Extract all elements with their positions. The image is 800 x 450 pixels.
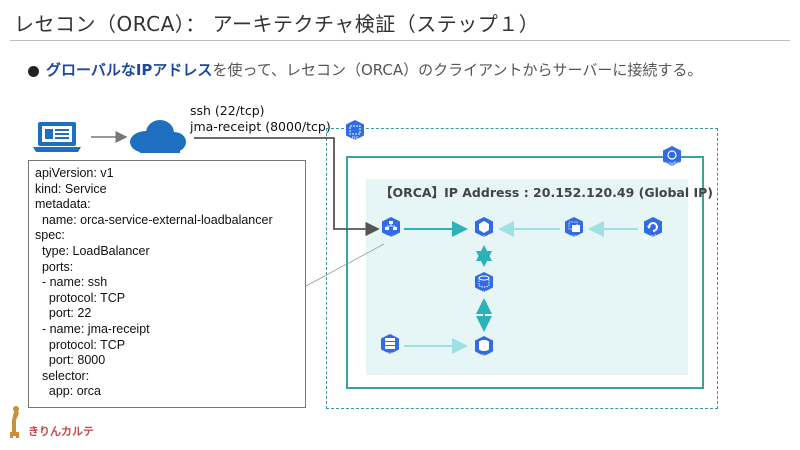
- node-box: [346, 156, 704, 389]
- yaml-line: type: LoadBalancer: [35, 243, 150, 258]
- page-title: レセコン（ORCA）： アーキテクチャ検証（ステップ１）: [14, 12, 540, 36]
- pod-caption: pod: [478, 234, 490, 241]
- bullet-dot: [28, 66, 39, 77]
- giraffe-logo-icon: [10, 406, 19, 438]
- yaml-line: selector:: [35, 368, 90, 383]
- connection-label-ssh: ssh (22/tcp): [190, 103, 265, 118]
- node-icon: [661, 145, 683, 167]
- sc-caption: sc: [386, 351, 394, 358]
- node-caption: node: [664, 161, 680, 168]
- svc-icon: [380, 216, 402, 238]
- ip-address-label: 【ORCA】IP Address : 20.152.120.49 (Global…: [380, 185, 714, 200]
- yaml-line: metadata:: [35, 197, 91, 212]
- yaml-line: apiVersion: v1: [35, 166, 114, 180]
- ns-caption: ns: [351, 135, 359, 142]
- rs-caption: rs: [571, 234, 577, 241]
- svc-caption: svc: [386, 234, 396, 241]
- pvc-caption: pvc: [478, 289, 490, 296]
- title-divider: [10, 40, 790, 41]
- deploy-caption: deploy: [642, 234, 664, 241]
- cloud-icon: [130, 120, 186, 153]
- orca-cluster-area: [366, 179, 688, 375]
- logo-text: きりんカルテ: [28, 425, 94, 438]
- yaml-line: - name: ssh: [35, 275, 108, 290]
- connection-label-jma: jma-receipt (8000/tcp): [190, 119, 331, 134]
- yaml-line: - name: jma-receipt: [35, 321, 150, 336]
- pod-icon: [473, 216, 495, 238]
- yaml-line: protocol: TCP: [35, 290, 126, 305]
- yaml-line: name: orca-service-external-loadbalancer: [35, 212, 273, 227]
- sc-icon: [379, 333, 401, 355]
- yaml-to-svc-line: [305, 243, 385, 287]
- ns-icon: [344, 119, 366, 141]
- pv-icon: [473, 335, 495, 357]
- pvc-icon: [473, 271, 495, 293]
- pv-caption: pv: [480, 353, 488, 360]
- bullet-text: グローバルなIPアドレスを使って、レセコン（ORCA）のクライアントからサーバー…: [46, 59, 702, 80]
- yaml-line: port: 22: [35, 306, 92, 321]
- namespace-box: [326, 128, 718, 409]
- yaml-line: ports:: [35, 259, 74, 274]
- yaml-line: kind: Service: [35, 181, 107, 196]
- bullet-emphasis: グローバルなIPアドレス: [46, 61, 213, 79]
- yaml-line: protocol: TCP: [35, 337, 126, 352]
- laptop-icon: [33, 122, 81, 152]
- rs-icon: [563, 216, 585, 238]
- deploy-icon: [642, 216, 664, 238]
- yaml-line: app: orca: [35, 384, 102, 399]
- bullet-rest: を使って、レセコン（ORCA）のクライアントからサーバーに接続する。: [212, 61, 703, 79]
- yaml-line: spec:: [35, 228, 65, 243]
- yaml-line: port: 8000: [35, 353, 106, 368]
- arrow-cloud-to-svc: [194, 137, 380, 237]
- service-yaml-box: apiVersion: v1 kind: Service metadata: n…: [28, 160, 306, 408]
